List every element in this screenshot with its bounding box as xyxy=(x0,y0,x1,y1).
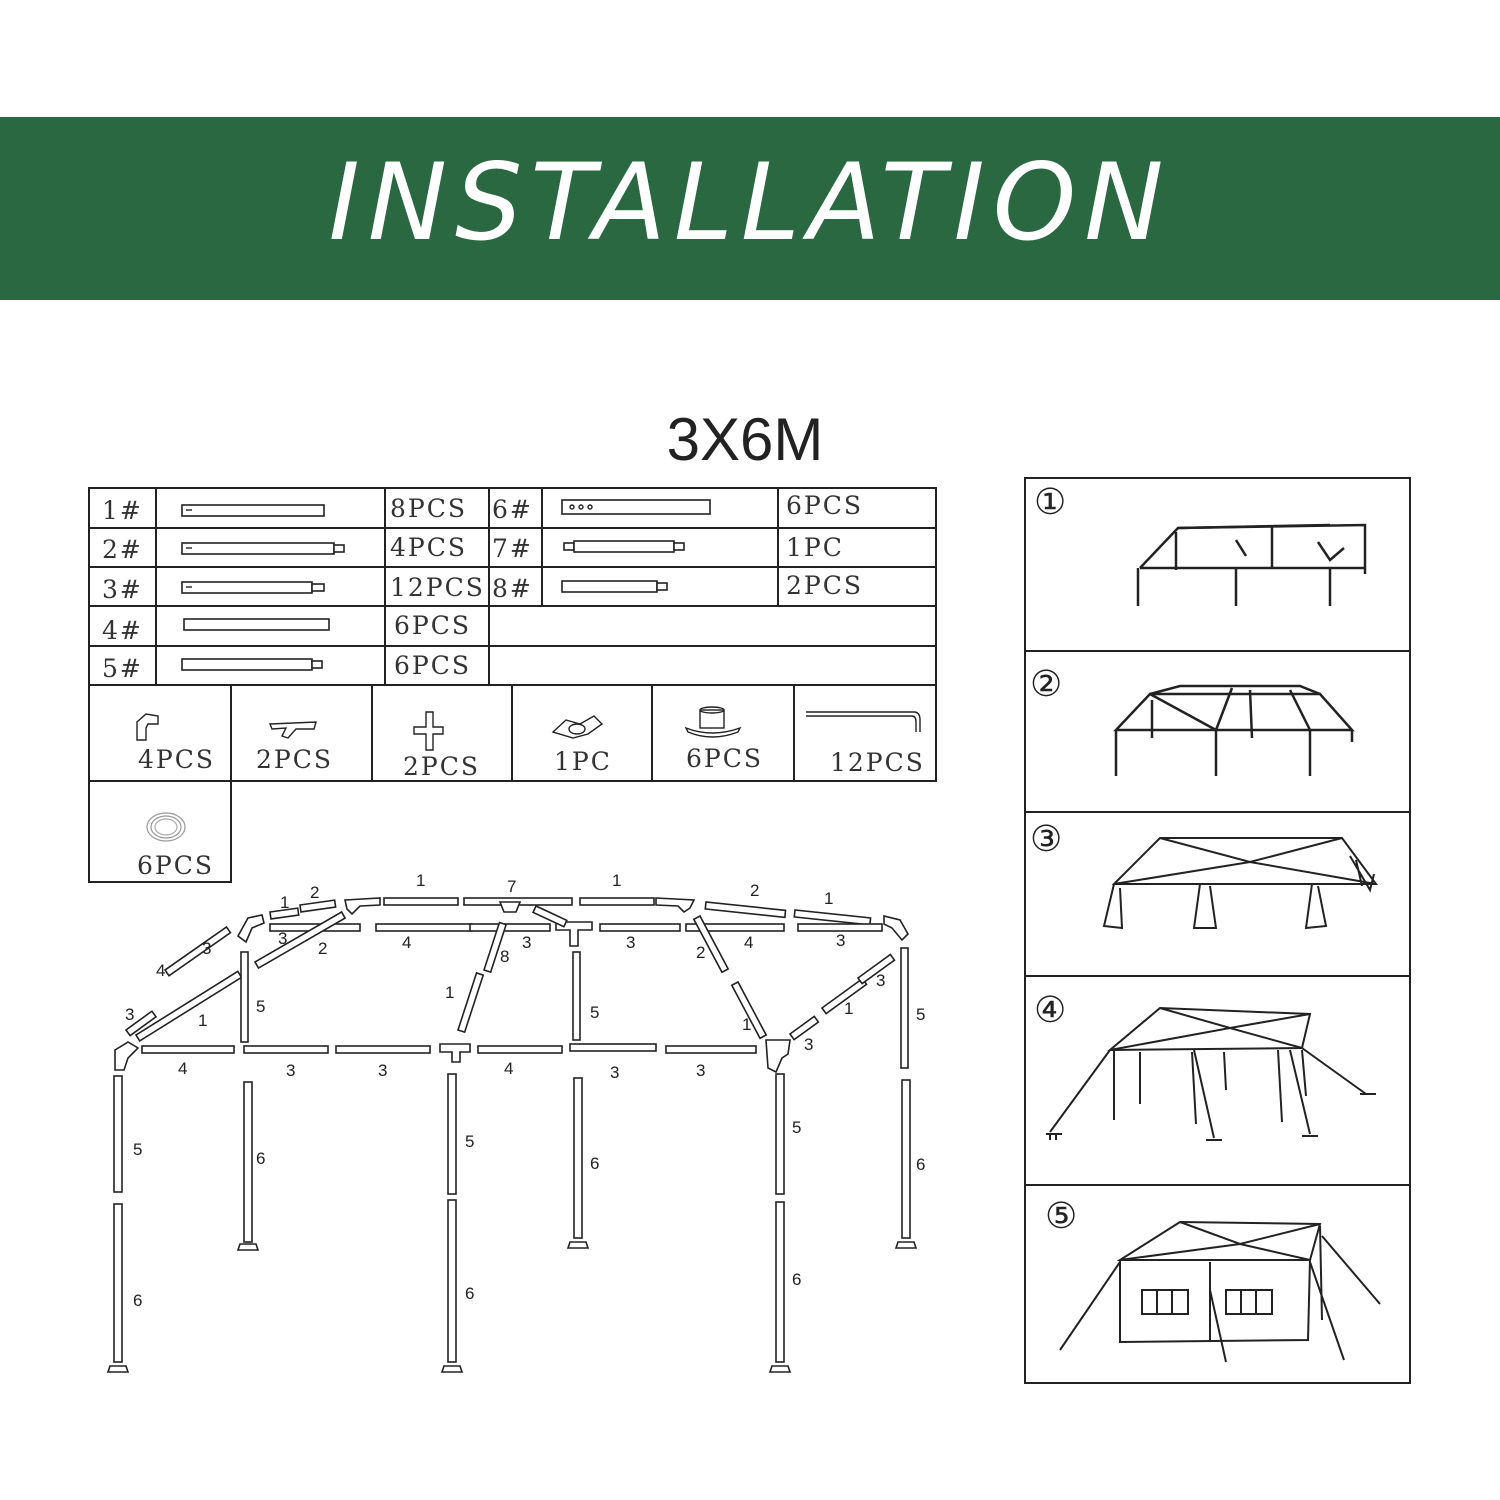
frame-label: 3 xyxy=(278,929,287,948)
step-number-4: ④ xyxy=(1034,990,1066,1031)
frame-label: 3 xyxy=(836,931,845,950)
plain-pipe-icon xyxy=(181,504,325,517)
step-5-tent-drawing xyxy=(1059,1220,1381,1363)
frame-label: 4 xyxy=(178,1059,187,1078)
fitting-qty-6: 12PCS xyxy=(830,748,925,777)
pipe-with-tip-icon xyxy=(181,542,345,555)
frame-label: 4 xyxy=(504,1059,513,1078)
post-label: 5 xyxy=(590,1003,599,1022)
fitting-qty-4: 1PC xyxy=(554,747,612,776)
short-pipe-icon xyxy=(561,580,668,593)
center-pipe-icon xyxy=(563,540,685,553)
post-label: 5 xyxy=(792,1118,801,1137)
post-label: 5 xyxy=(256,997,265,1016)
exploded-frame-diagram: 1 2 1 7 1 2 1 1 3 3 2 4 8 3 3 2 4 3 4 3 … xyxy=(106,871,925,1373)
ground-stake-icon xyxy=(806,711,921,732)
fitting-qty-3: 2PCS xyxy=(403,752,480,781)
pipe-with-tip-icon xyxy=(181,581,325,594)
foot-base-icon xyxy=(684,706,742,738)
step-1-frame-drawing xyxy=(1136,523,1367,606)
part-qty-6: 6PCS xyxy=(786,491,863,520)
part-id-5: 5# xyxy=(102,654,143,683)
assembly-steps: ① ② ③ ④ ⑤ xyxy=(1024,477,1411,1384)
frame-label: 3 xyxy=(378,1061,387,1080)
frame-label: 1 xyxy=(824,889,833,908)
part-id-1: 1# xyxy=(102,496,143,525)
pipe-with-tip-icon xyxy=(181,658,323,671)
part-id-8: 8# xyxy=(492,574,533,603)
fitting-qty-2: 2PCS xyxy=(256,745,333,774)
step-number-5: ⑤ xyxy=(1045,1196,1077,1237)
corner-connector-icon xyxy=(136,713,159,741)
part-qty-2: 4PCS xyxy=(390,533,467,562)
plain-pipe-icon xyxy=(183,618,330,631)
frame-label: 3 xyxy=(696,1061,705,1080)
frame-label: 4 xyxy=(156,961,165,980)
frame-label: 3 xyxy=(125,1005,134,1024)
step-2-frame-drawing xyxy=(1113,684,1355,776)
parts-table: 1# 8PCS 2# 4PCS 3# 12PCS 4# 6PCS 5# 6PCS… xyxy=(88,487,937,883)
post-label: 6 xyxy=(792,1270,801,1289)
part-qty-7: 1PC xyxy=(786,533,844,562)
part-qty-1: 8PCS xyxy=(390,494,467,523)
frame-label: 3 xyxy=(286,1061,295,1080)
leg-pipe-with-holes-icon xyxy=(561,499,711,515)
step-number-3: ③ xyxy=(1030,819,1062,860)
frame-label: 4 xyxy=(402,933,411,952)
frame-label: 1 xyxy=(844,999,853,1018)
frame-label: 3 xyxy=(626,933,635,952)
part-id-2: 2# xyxy=(102,535,143,564)
post-label: 6 xyxy=(133,1291,142,1310)
post-label: 5 xyxy=(465,1132,474,1151)
t-connector-icon xyxy=(268,721,317,739)
fitting-qty-5: 6PCS xyxy=(686,744,763,773)
part-qty-4: 6PCS xyxy=(394,611,471,640)
frame-label: 3 xyxy=(610,1063,619,1082)
step-number-2: ② xyxy=(1030,664,1062,705)
part-id-3: 3# xyxy=(102,575,143,604)
frame-label: 2 xyxy=(696,943,705,962)
post-label: 5 xyxy=(916,1005,925,1024)
step-4-canopy-drawing xyxy=(1046,1006,1376,1141)
frame-label: 3 xyxy=(804,1035,813,1054)
post-label: 6 xyxy=(916,1155,925,1174)
frame-label: 1 xyxy=(198,1011,207,1030)
frame-label: 3 xyxy=(522,933,531,952)
part-id-4: 4# xyxy=(102,616,143,645)
part-qty-8: 2PCS xyxy=(786,571,863,600)
part-qty-3: 12PCS xyxy=(390,573,485,602)
size-title: 3X6M xyxy=(666,406,824,473)
rope-coil-icon xyxy=(146,812,186,842)
frame-label: 1 xyxy=(280,893,289,912)
frame-label: 4 xyxy=(744,933,753,952)
installation-banner: INSTALLATION xyxy=(0,117,1500,300)
fitting-qty-7: 6PCS xyxy=(137,851,214,880)
part-id-7: 7# xyxy=(492,534,533,563)
frame-label: 1 xyxy=(742,1015,751,1034)
cross-connector-icon xyxy=(413,711,444,751)
frame-label: 1 xyxy=(445,983,454,1002)
frame-label: 2 xyxy=(750,881,759,900)
frame-label: 1 xyxy=(612,871,621,890)
post-label: 5 xyxy=(133,1140,142,1159)
frame-label: 3 xyxy=(202,939,211,958)
banner-title: INSTALLATION xyxy=(328,141,1172,264)
part-qty-5: 6PCS xyxy=(394,651,471,680)
step-3-canopy-drawing xyxy=(1102,837,1378,930)
post-label: 6 xyxy=(256,1149,265,1168)
frame-label: 1 xyxy=(416,871,425,890)
top-connector-icon xyxy=(551,715,604,739)
post-label: 6 xyxy=(590,1154,599,1173)
step-number-1: ① xyxy=(1034,482,1066,523)
frame-label: 7 xyxy=(507,877,516,896)
frame-label: 2 xyxy=(318,939,327,958)
part-id-6: 6# xyxy=(492,495,533,524)
fitting-qty-1: 4PCS xyxy=(138,745,215,774)
frame-label: 8 xyxy=(500,947,509,966)
post-label: 6 xyxy=(465,1284,474,1303)
frame-label: 3 xyxy=(876,971,885,990)
frame-label: 2 xyxy=(310,883,319,902)
